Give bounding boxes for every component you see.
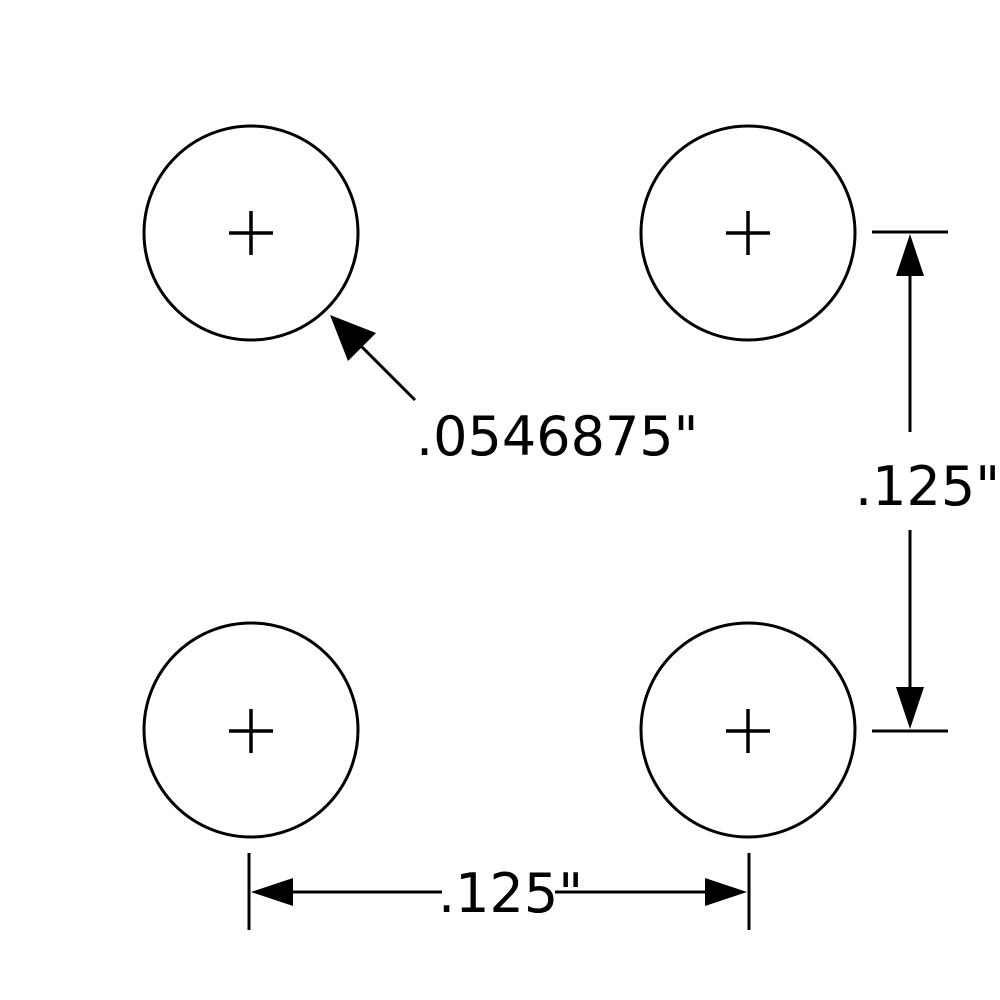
arrow-up-icon [896,234,924,276]
leader-arrow-icon [330,315,376,361]
hole-circle [142,124,360,342]
vertical-dimension: .125" [855,230,1000,733]
arrow-left-icon [251,878,293,906]
center-mark-icon [229,211,273,255]
hole-top-right [639,124,857,342]
diameter-dimension-label: .0546875" [416,405,699,468]
vertical-dimension-label: .125" [855,455,1000,518]
hole-top-left [142,124,360,342]
hole-circle [639,621,857,839]
horizontal-dimension: .125" [247,853,751,930]
center-mark-icon [726,211,770,255]
arrow-down-icon [896,687,924,729]
arrow-right-icon [705,878,747,906]
leader-line [350,335,417,402]
hole-circle [639,124,857,342]
diameter-leader: .0546875" [330,315,699,468]
center-mark-icon [726,709,770,753]
center-mark-icon [229,709,273,753]
horizontal-dimension-label: .125" [438,862,583,925]
hole-circle [142,621,360,839]
hole-bottom-left [142,621,360,839]
hole-bottom-right [639,621,857,839]
